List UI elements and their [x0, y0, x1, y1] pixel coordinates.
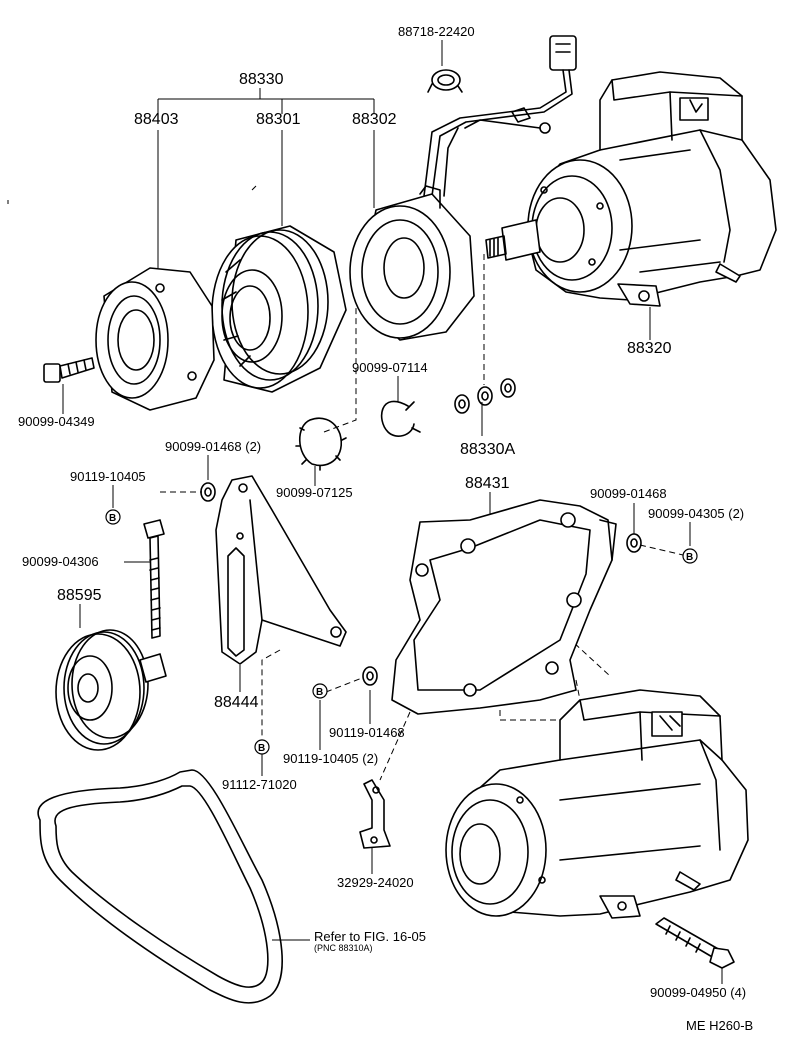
- snap-ring-90099-07114: [380, 400, 421, 437]
- b-marker-4: B: [254, 739, 270, 755]
- idler-pulley-88595: [55, 629, 167, 751]
- pulley-88301: [211, 225, 347, 393]
- label-88320: 88320: [627, 340, 672, 357]
- label-88302: 88302: [352, 111, 397, 128]
- bolt-90099-04306: [143, 519, 165, 639]
- label-90099-01468-2: 90099-01468 (2): [165, 439, 261, 454]
- label-pnc: (PNC 88310A): [314, 943, 373, 953]
- label-88718-22420: 88718-22420: [398, 24, 475, 39]
- label-90099-01468: 90099-01468: [590, 486, 667, 501]
- label-88444: 88444: [214, 694, 259, 711]
- pressure-plate-88403: [95, 267, 215, 411]
- washer-90099-01468-2: [200, 482, 216, 502]
- b-marker-2: B: [682, 548, 698, 564]
- bolt-90099-04950: [655, 917, 735, 969]
- label-90099-07114: 90099-07114: [352, 360, 428, 375]
- label-90119-10405-2: 90119-10405 (2): [283, 751, 378, 766]
- wire-harness: [423, 35, 577, 197]
- b-marker-text: B: [686, 552, 693, 563]
- label-90099-04349: 90099-04349: [18, 414, 95, 429]
- bracket-32929-24020: [359, 779, 391, 849]
- leader-lines: [62, 40, 723, 984]
- compressor-bottom: [445, 689, 749, 919]
- label-88330a: 88330A: [460, 441, 515, 458]
- washer-90119-01468: [362, 666, 378, 686]
- clip-part: [427, 69, 463, 93]
- label-90099-04306: 90099-04306: [22, 554, 99, 569]
- b-marker-3: B: [312, 683, 328, 699]
- shims-88330a: [454, 378, 516, 414]
- label-refer-fig: Refer to FIG. 16-05: [314, 929, 426, 944]
- b-marker-text: B: [109, 513, 116, 524]
- label-88301: 88301: [256, 111, 301, 128]
- label-91112-71020: 91112-71020: [222, 777, 297, 792]
- bracket-88444: [215, 475, 347, 665]
- bolt-90099-04349: [43, 357, 95, 383]
- label-90119-01468: 90119-01468: [329, 725, 405, 740]
- b-marker-text: B: [258, 743, 265, 754]
- label-90099-04305: 90099-04305 (2): [648, 506, 744, 521]
- v-belt: [37, 769, 283, 1004]
- snap-ring-90099-07125: [295, 417, 347, 471]
- stator-88302: [349, 185, 475, 341]
- label-88330: 88330: [239, 71, 284, 88]
- label-88431: 88431: [465, 475, 510, 492]
- bracket-88431: [391, 499, 617, 715]
- b-marker-1: B: [105, 509, 121, 525]
- label-32929-24020: 32929-24020: [337, 875, 414, 890]
- washer-90099-01468: [626, 533, 642, 553]
- label-footer: ME H260-B: [686, 1018, 753, 1033]
- label-88595: 88595: [57, 587, 102, 604]
- label-88403: 88403: [134, 111, 179, 128]
- stray-marks: [7, 185, 257, 204]
- label-90119-10405: 90119-10405: [70, 469, 146, 484]
- b-marker-text: B: [316, 687, 323, 698]
- label-90099-07125: 90099-07125: [276, 485, 353, 500]
- compressor-88320: [485, 71, 777, 307]
- label-90099-04950: 90099-04950 (4): [650, 985, 746, 1000]
